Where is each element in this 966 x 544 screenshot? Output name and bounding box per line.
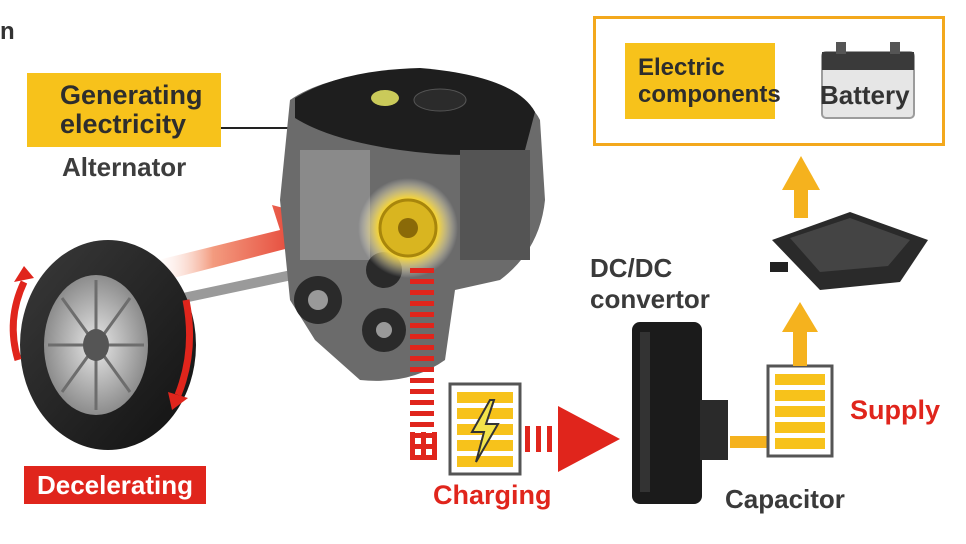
supply-box (766, 364, 834, 458)
alternator-label: Alternator (62, 152, 187, 182)
dcdc-convertor-label: DC/DC convertor (590, 253, 710, 315)
corner-text: n (0, 18, 15, 45)
charge-flow-horizontal (525, 406, 620, 472)
rotation-arrowhead-left (14, 266, 34, 282)
supply-label: Supply (850, 395, 941, 425)
lightning-icon (470, 399, 500, 463)
wheel-icon (20, 240, 196, 450)
generating-line2: electricity (60, 109, 187, 139)
generating-line1: Generating (60, 80, 203, 110)
supply-connector (730, 436, 770, 448)
rotation-arrow-right (174, 299, 194, 397)
supply-arrow-lower (782, 302, 818, 366)
capacitor-icon (632, 322, 728, 504)
generating-electricity-box: Generating electricity (27, 73, 221, 147)
electric-components-panel (593, 16, 945, 146)
electric-components-box: Electric components (625, 43, 781, 119)
charging-label: Charging (433, 480, 552, 510)
rotation-arrowhead-right (168, 392, 188, 410)
supply-arrow-upper (782, 156, 820, 218)
charging-box (448, 382, 522, 476)
rotation-arrow-left (9, 280, 28, 362)
battery-label: Battery (820, 80, 910, 110)
capacitor-label: Capacitor (725, 484, 845, 514)
electric-line2: components (638, 81, 781, 108)
dcdc-convertor-icon (770, 212, 928, 290)
decelerating-badge: Decelerating (24, 466, 206, 504)
dcdc-line2: convertor (590, 284, 710, 314)
alternator-icon (358, 178, 458, 278)
electric-line1: Electric (638, 54, 725, 81)
charge-flow-vertical (410, 268, 437, 460)
axle (150, 262, 329, 310)
dcdc-line1: DC/DC (590, 253, 673, 283)
battery-icon (821, 42, 915, 119)
